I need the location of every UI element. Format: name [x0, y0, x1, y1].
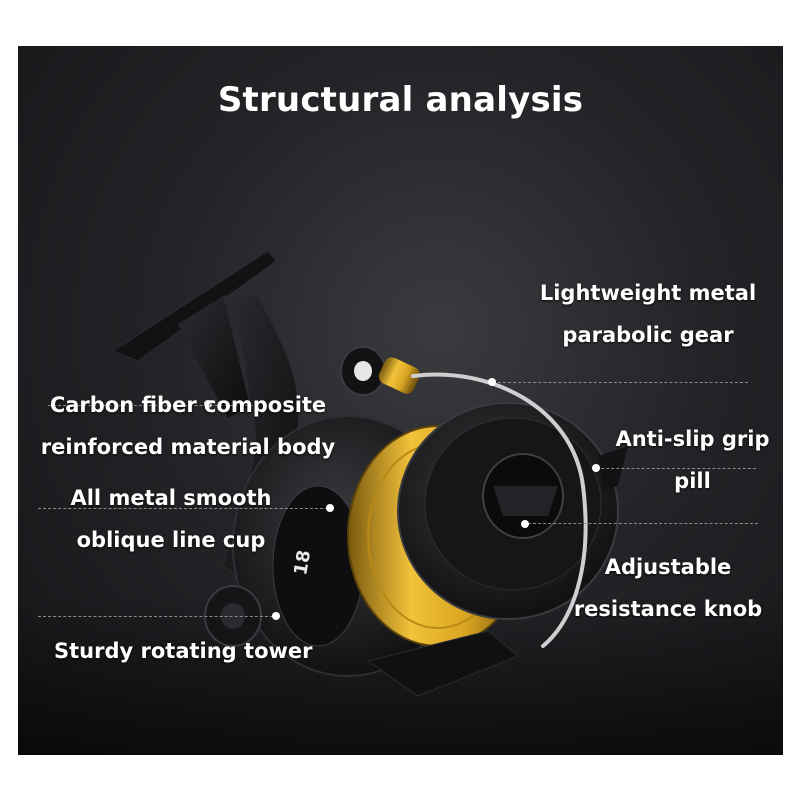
leader-line-tower	[38, 616, 278, 617]
callout-cup-line2: oblique line cup	[76, 528, 266, 552]
callout-knob-line1: Adjustable	[604, 555, 732, 579]
reel-side-label: 18	[290, 549, 315, 577]
leader-line-grip	[596, 468, 756, 469]
callout-body-line1: Carbon fiber composite	[49, 393, 327, 417]
callout-body: Carbon fiber composite reinforced materi…	[28, 384, 348, 468]
dark-backdrop: 18	[18, 46, 783, 755]
pointer-dot-knob	[521, 520, 529, 528]
reel-foot	[111, 250, 277, 362]
bail-wire	[411, 372, 588, 648]
leader-line-cup	[38, 508, 328, 509]
pointer-dot-gear	[488, 378, 496, 386]
callout-tower-line1: Sturdy rotating tower	[54, 639, 313, 663]
callout-grip: Anti-slip grip pill	[605, 418, 780, 502]
callout-grip-line1: Anti-slip grip	[615, 427, 770, 451]
fishing-reel-illustration: 18	[111, 250, 628, 697]
leader-line-body	[48, 405, 258, 406]
leader-line-knob	[528, 523, 758, 524]
callout-gear-line2: parabolic gear	[562, 323, 734, 347]
callout-cup-line1: All metal smooth	[70, 486, 272, 510]
callout-cup: All metal smooth oblique line cup	[55, 477, 287, 561]
callout-body-line2: reinforced material body	[40, 435, 336, 459]
pointer-dot-body	[204, 400, 212, 408]
callout-knob-line2: resistance knob	[573, 597, 763, 621]
callout-grip-line2: pill	[674, 469, 711, 493]
pointer-dot-tower	[272, 612, 280, 620]
pointer-dot-cup	[326, 504, 334, 512]
callout-gear: Lightweight metal parabolic gear	[528, 272, 768, 356]
callout-knob: Adjustable resistance knob	[568, 546, 768, 630]
page-title: Structural analysis	[217, 80, 584, 120]
pointer-dot-grip	[592, 464, 600, 472]
callout-gear-line1: Lightweight metal	[539, 281, 757, 305]
leader-line-gear	[498, 382, 748, 383]
callout-tower: Sturdy rotating tower	[54, 630, 313, 672]
